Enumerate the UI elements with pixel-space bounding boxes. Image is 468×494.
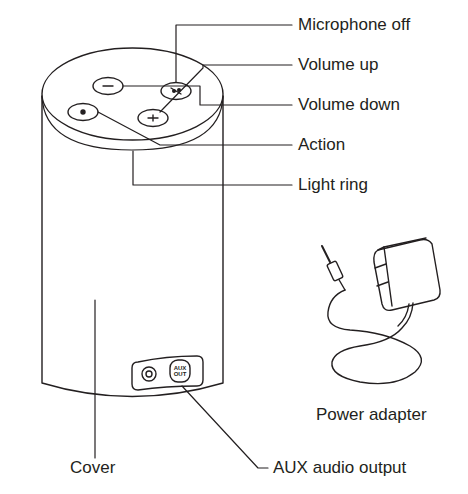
callout-label: Light ring	[298, 175, 368, 195]
action-button	[68, 104, 98, 121]
leader-lines	[95, 25, 292, 468]
aux-jack	[142, 367, 156, 381]
callout-label: Action	[298, 135, 345, 155]
port-marking: AUX OUT	[173, 365, 187, 377]
volume-up-button	[138, 110, 168, 127]
callout-label: Volume up	[298, 55, 378, 75]
power-adapter	[322, 238, 440, 384]
aux-badge	[170, 360, 190, 382]
volume-down-button	[93, 78, 123, 95]
speaker-top	[42, 48, 223, 140]
callout-label: Volume down	[298, 95, 400, 115]
port-panel	[132, 356, 203, 390]
callout-label: Microphone off	[298, 15, 410, 35]
part-label: Cover	[70, 458, 115, 478]
speaker-body	[42, 96, 223, 397]
callout-label: AUX audio output	[273, 458, 406, 478]
part-label: Power adapter	[316, 405, 427, 425]
